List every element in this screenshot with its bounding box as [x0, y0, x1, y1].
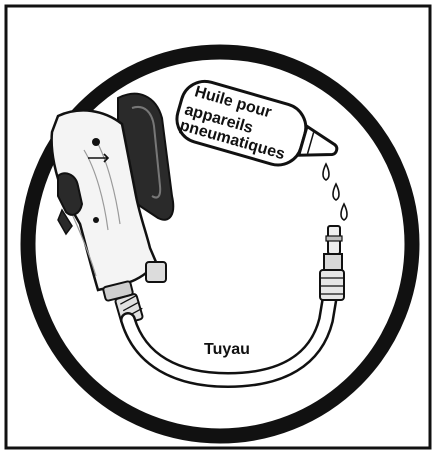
tool-shading: [71, 139, 121, 277]
oil-drop-icon: [322, 162, 348, 221]
tool-grip-highlight: [131, 106, 162, 199]
air-hose-icon: [120, 288, 338, 389]
tool-trigger-lower: [57, 208, 73, 236]
oil-bottle-icon: [175, 79, 339, 167]
tool-trigger: [57, 172, 84, 216]
tool-exhaust: [145, 261, 167, 283]
coupler-ring: [325, 235, 343, 242]
tool-screw: [93, 217, 99, 223]
coupler-ferrule: [319, 269, 345, 301]
tool-direction-icon: [88, 153, 110, 163]
hose-inner: [122, 290, 336, 386]
coupler-fitting-icon: [319, 225, 345, 301]
tool-symbol-icon: [92, 138, 100, 146]
hose-label: Tuyau: [204, 341, 250, 358]
oil-bottle-nozzle: [296, 124, 339, 157]
air-tool-icon: [50, 92, 175, 302]
circle-border: [20, 44, 420, 444]
coupler-hex: [323, 253, 343, 271]
